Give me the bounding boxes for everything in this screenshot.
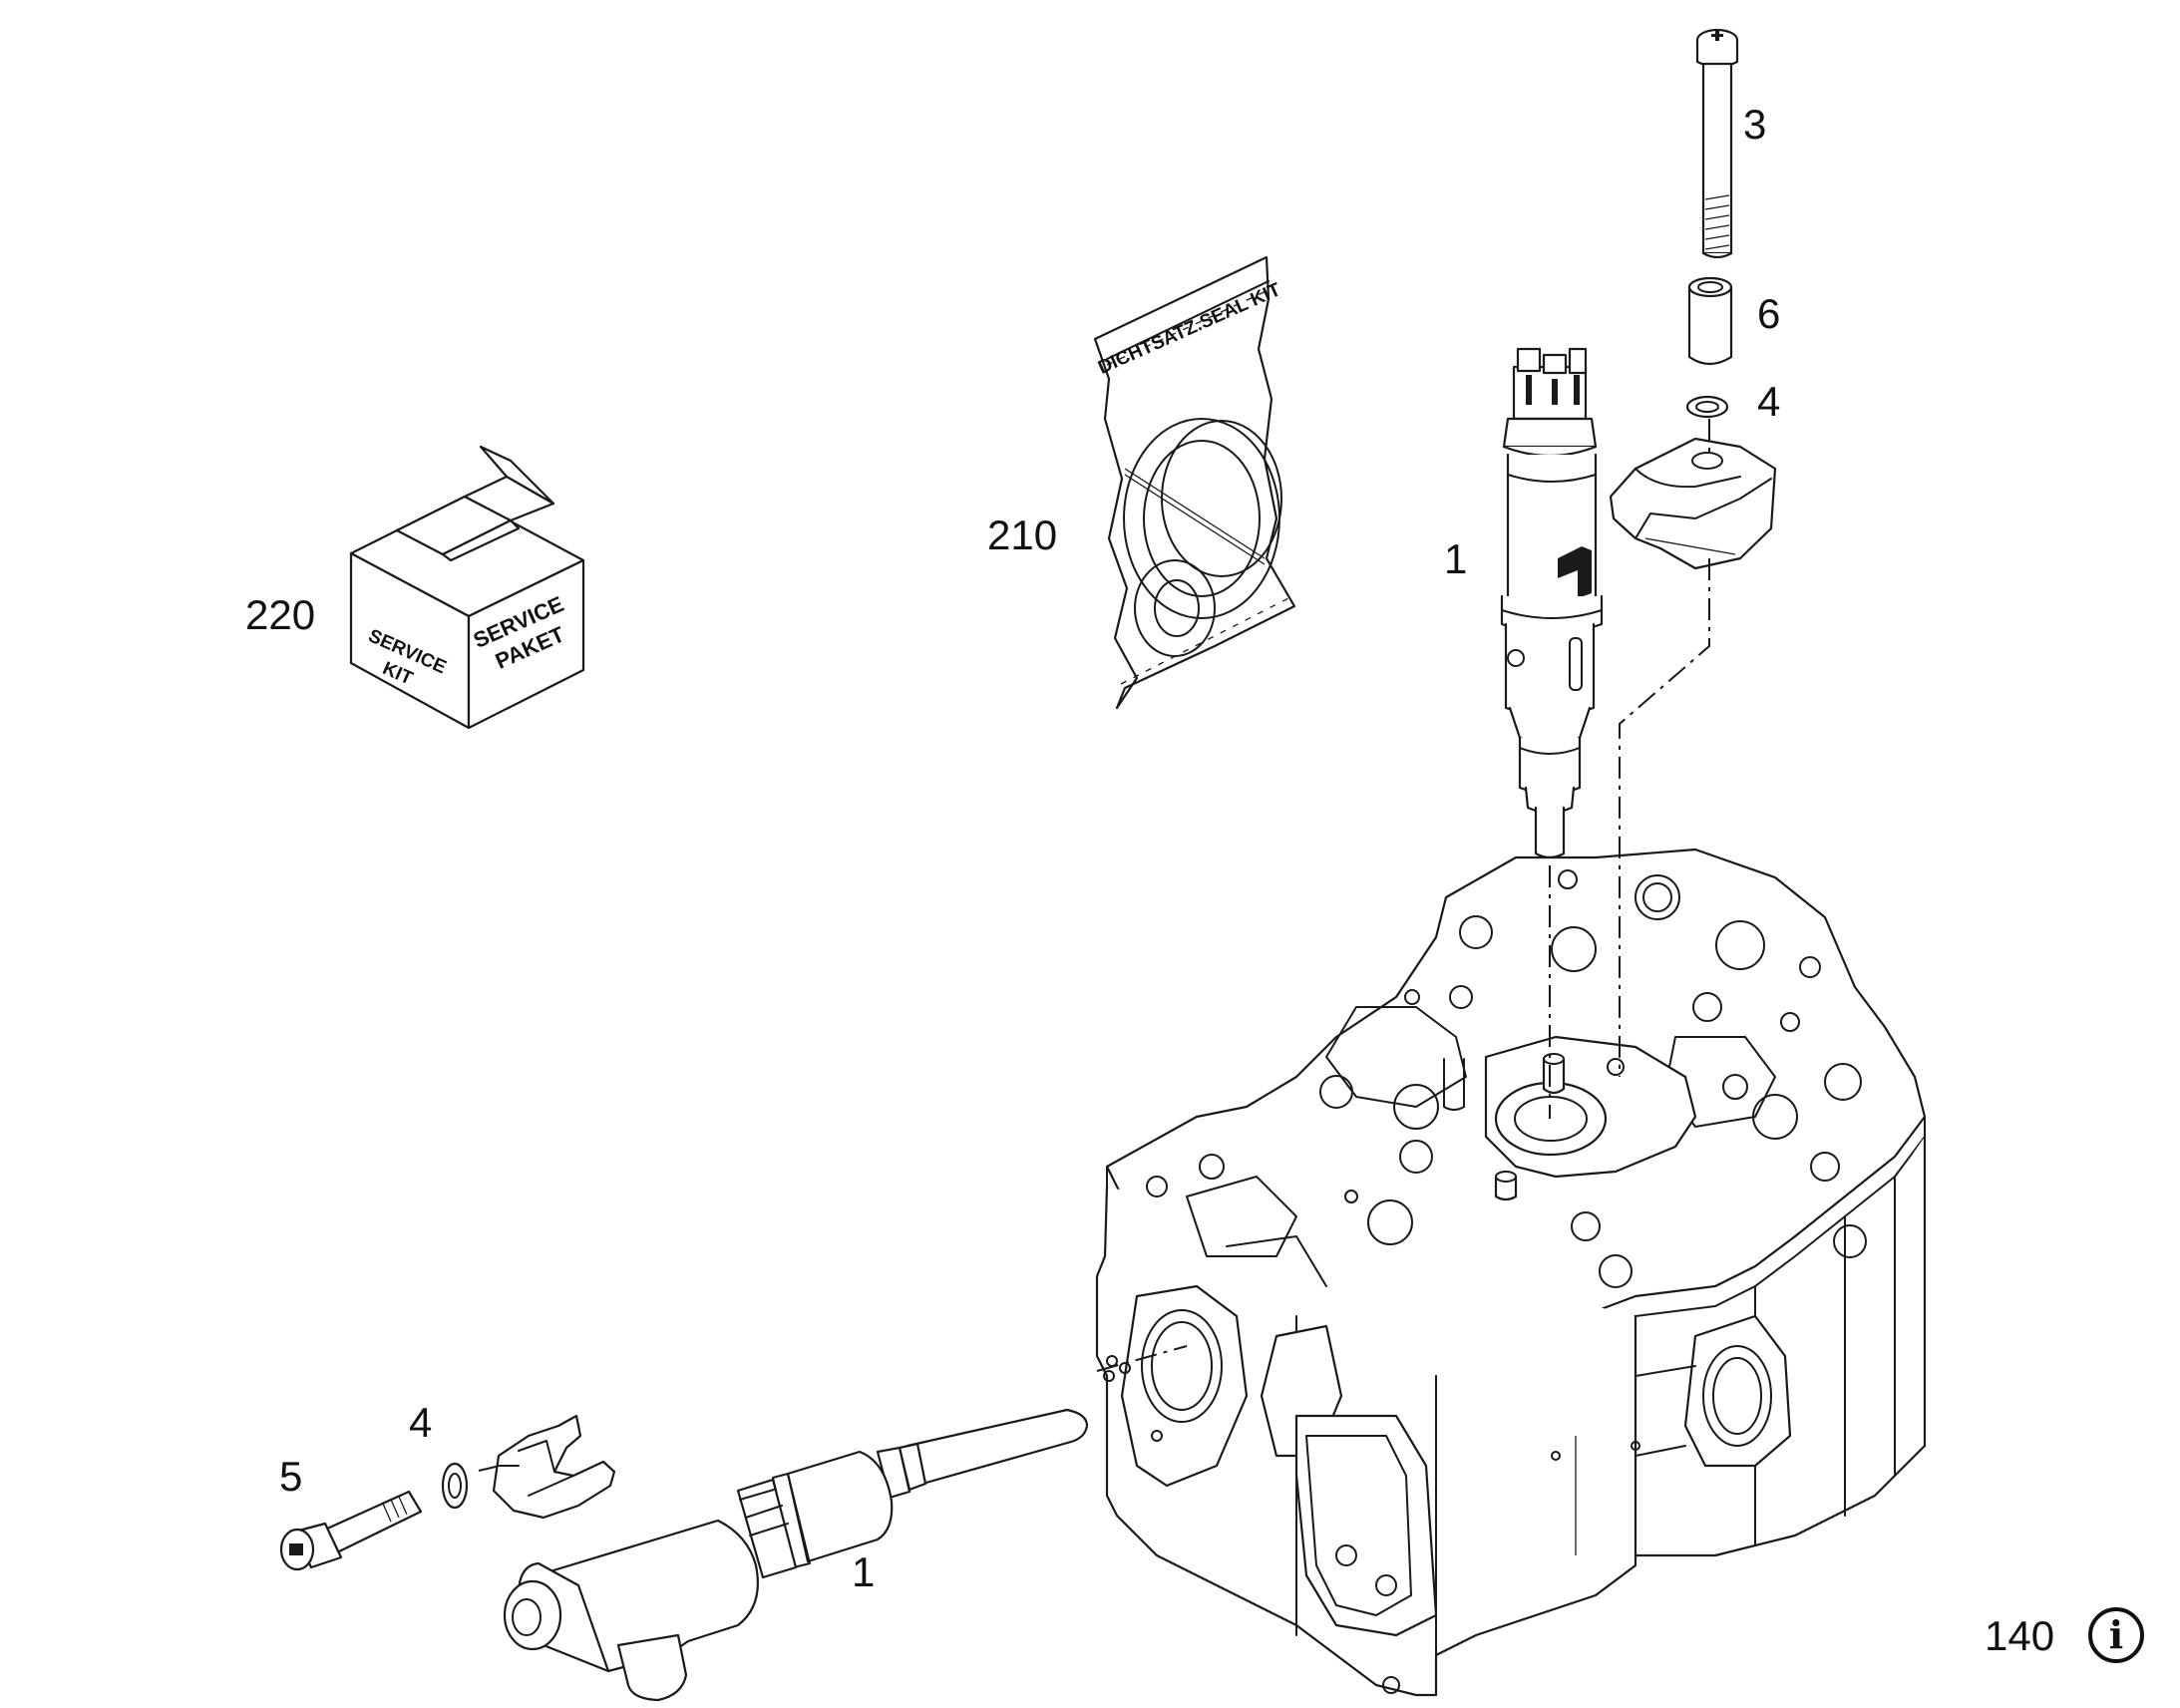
washer-4-top: [1685, 395, 1729, 419]
clamp-claw-bottom: [492, 1414, 616, 1520]
page-number: 140: [1985, 1612, 2055, 1659]
callout-1-top: 1: [1444, 535, 1468, 582]
callout-4-bottom: 4: [409, 1399, 433, 1446]
washer-4-bottom: [441, 1462, 469, 1510]
bolt-3: [1695, 28, 1739, 259]
injector-1-top: [1500, 347, 1604, 859]
injector-1-bottom: [503, 1408, 1089, 1702]
callout-5: 5: [279, 1453, 303, 1500]
bolt-5: [279, 1490, 423, 1571]
info-icon[interactable]: i: [2088, 1607, 2144, 1663]
service-kit-box: SERVICE KIT SERVICE PAKET: [349, 445, 585, 730]
seal-kit-bag: DICHTSATZ.SEAL KIT: [1093, 255, 1296, 710]
info-icon-glyph: i: [2108, 1612, 2124, 1657]
clamp-claw-top: [1609, 437, 1777, 570]
callout-1-bottom: 1: [852, 1548, 876, 1595]
cylinder-head: [1095, 848, 1927, 1697]
callout-6: 6: [1757, 290, 1781, 337]
sleeve-6: [1687, 276, 1733, 366]
callout-4-top: 4: [1757, 378, 1781, 425]
center-lines: [478, 419, 1710, 1472]
callout-220: 220: [245, 591, 316, 638]
callout-3: 3: [1743, 101, 1767, 148]
callout-210: 210: [987, 512, 1058, 558]
